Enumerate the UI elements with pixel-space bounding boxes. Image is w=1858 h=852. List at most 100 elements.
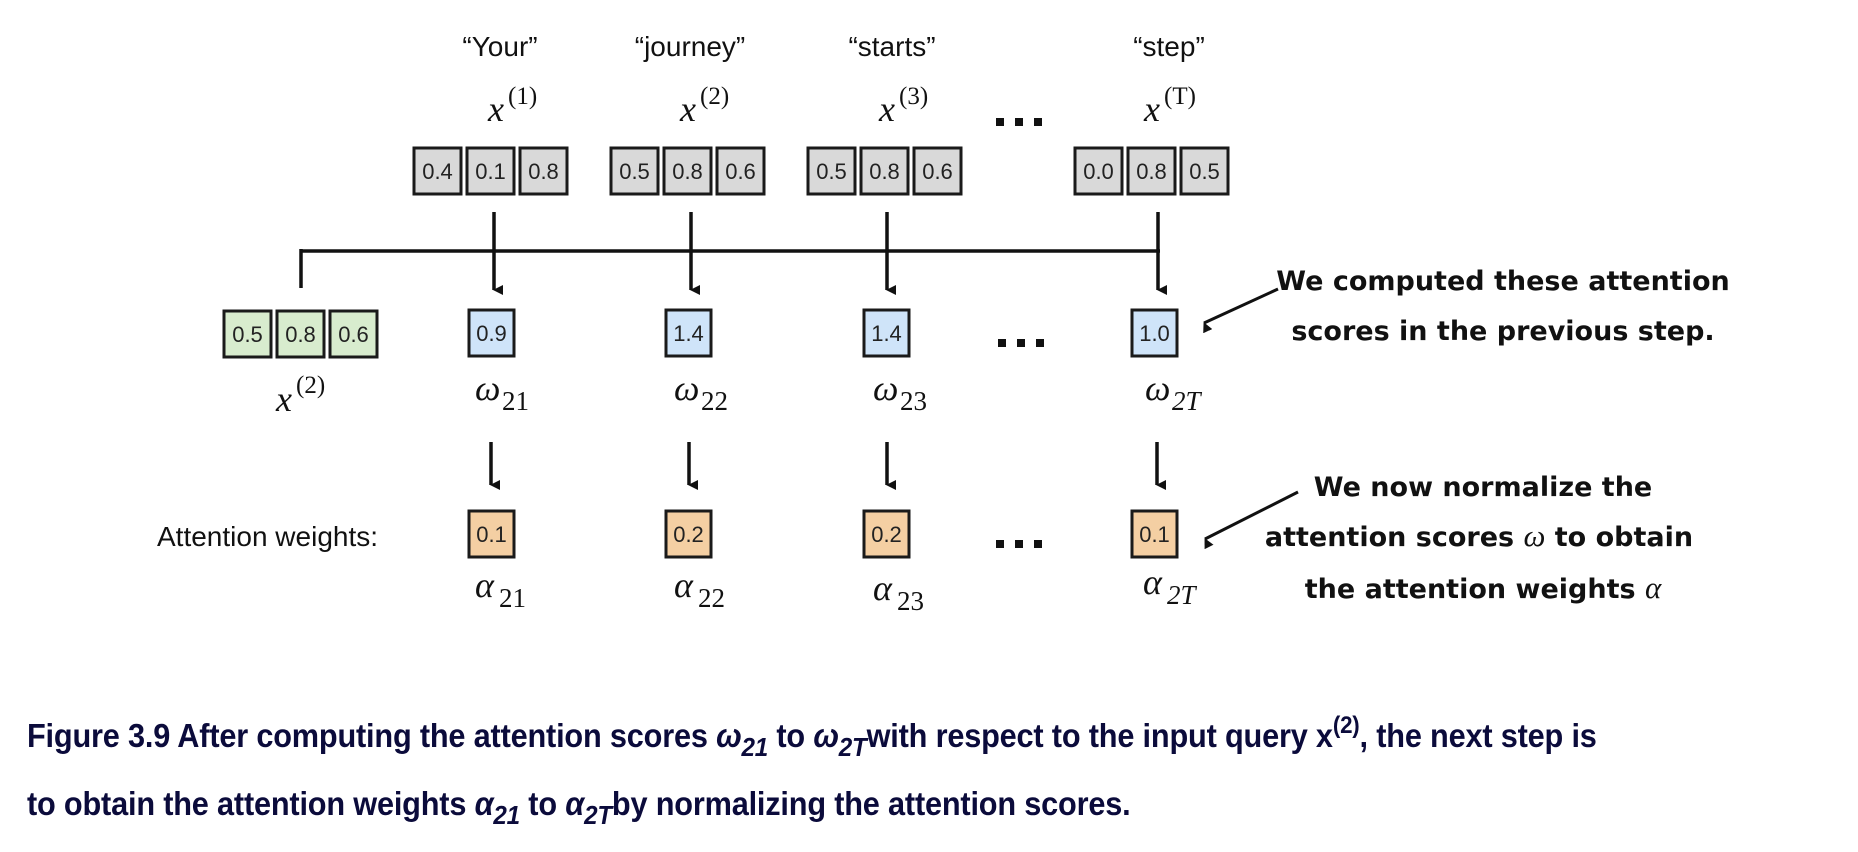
score-cell: 1.4 <box>862 308 911 358</box>
input-cell-box <box>518 146 569 196</box>
score-cell-value: 1.4 <box>673 321 704 346</box>
input-label-1: x (1) <box>487 83 537 129</box>
query-cell-value: 0.6 <box>338 322 369 347</box>
weight-label-2T: α 2T <box>1143 562 1198 610</box>
weight-cell: 0.1 <box>1130 509 1179 559</box>
input-cell: 0.8 <box>662 146 713 196</box>
input-cell-value: 0.5 <box>619 159 650 184</box>
svg-text:attention scores ω to obtain: attention scores ω to obtain <box>1265 518 1693 553</box>
ellipsis-dots-weights <box>996 540 1042 548</box>
query-cell-box <box>222 309 273 359</box>
svg-text:(3): (3) <box>899 83 928 110</box>
input-cell-box <box>806 146 857 196</box>
normalize-arrows <box>489 442 1166 490</box>
query-cell-value: 0.8 <box>285 322 316 347</box>
query-cell: 0.5 <box>222 309 273 359</box>
attention-weights-label: Attention weights: <box>157 521 378 552</box>
svg-text:We now normalize the: We now normalize the <box>1314 472 1652 503</box>
input-cell-value: 0.6 <box>725 159 756 184</box>
figure-caption-line-1: Figure 3.9 After computing the attention… <box>27 712 1597 762</box>
score-label-2T: ω 2T <box>1145 368 1203 416</box>
attention-weights: 0.1 0.2 0.2 0.1 <box>467 509 1179 559</box>
input-cell-value: 0.8 <box>528 159 559 184</box>
svg-text:We computed these attention: We computed these attention <box>1276 266 1729 297</box>
input-cell-value: 0.5 <box>816 159 847 184</box>
weight-cell-box <box>664 509 713 559</box>
input-cell: 0.8 <box>1126 146 1177 196</box>
score-cell: 1.4 <box>664 308 713 358</box>
attention-diagram: “Your” “journey” “starts” “step” x (1) x… <box>157 31 1730 616</box>
svg-text:22: 22 <box>698 583 725 613</box>
attention-scores: 0.9 1.4 1.4 1.0 <box>467 308 1179 358</box>
input-cell: 0.8 <box>518 146 569 196</box>
weight-cell-box <box>862 509 911 559</box>
input-cell: 0.0 <box>1073 146 1124 196</box>
svg-text:ω: ω <box>674 368 699 408</box>
annotation-weights: We now normalize the attention scores ω … <box>1204 472 1693 605</box>
input-cell-value: 0.8 <box>1136 159 1167 184</box>
weight-cell: 0.2 <box>862 509 911 559</box>
score-label-21: ω 21 <box>475 368 529 416</box>
score-cell-box <box>1130 308 1179 358</box>
svg-text:α: α <box>475 565 495 605</box>
input-cell-box <box>859 146 910 196</box>
pointer-arrow-icon <box>1203 287 1279 334</box>
svg-text:(T): (T) <box>1164 83 1196 110</box>
input-cell-box <box>912 146 963 196</box>
query-cell: 0.8 <box>275 309 326 359</box>
weight-cell-box <box>467 509 516 559</box>
svg-text:(2): (2) <box>296 372 325 399</box>
weight-cell: 0.1 <box>467 509 516 559</box>
svg-text:x: x <box>487 89 504 129</box>
annotation-scores: We computed these attention scores in th… <box>1203 266 1730 347</box>
weight-cell-value: 0.1 <box>1139 522 1170 547</box>
input-cell-box <box>662 146 713 196</box>
token-word-3: “starts” <box>848 31 935 62</box>
query-cell-box <box>275 309 326 359</box>
ellipsis-dots-scores <box>998 339 1044 347</box>
input-cell: 0.5 <box>1179 146 1230 196</box>
svg-text:23: 23 <box>897 586 924 616</box>
score-label-23: ω 23 <box>873 368 927 416</box>
svg-text:x: x <box>275 379 292 419</box>
svg-text:the attention weights α: the attention weights α <box>1305 570 1662 605</box>
svg-text:α: α <box>1143 562 1163 602</box>
svg-text:21: 21 <box>502 386 529 416</box>
weight-label-21: α 21 <box>475 565 526 613</box>
pointer-arrow-icon <box>1204 490 1299 550</box>
token-word-T: “step” <box>1133 31 1205 62</box>
input-cell: 0.6 <box>715 146 766 196</box>
input-cell: 0.5 <box>609 146 660 196</box>
svg-text:x: x <box>1143 89 1160 129</box>
svg-text:ω: ω <box>1145 368 1170 408</box>
score-cell: 0.9 <box>467 308 516 358</box>
score-arrows <box>492 212 1167 295</box>
input-cell-box <box>465 146 516 196</box>
input-cell-value: 0.4 <box>422 159 453 184</box>
query-cell-value: 0.5 <box>232 322 263 347</box>
svg-text:α: α <box>873 568 893 608</box>
token-word-1: “Your” <box>462 31 537 62</box>
svg-text:23: 23 <box>900 386 927 416</box>
svg-text:(2): (2) <box>700 83 729 110</box>
input-cell: 0.5 <box>806 146 857 196</box>
score-cell-value: 1.4 <box>871 321 902 346</box>
ellipsis-dots-top <box>996 118 1042 126</box>
weight-label-22: α 22 <box>674 565 725 613</box>
token-word-2: “journey” <box>635 31 745 62</box>
svg-text:2T: 2T <box>1167 580 1198 610</box>
input-label-3: x (3) <box>878 83 928 129</box>
query-cell: 0.6 <box>328 309 379 359</box>
connector-lines <box>299 249 1160 288</box>
score-cell-value: 1.0 <box>1139 321 1170 346</box>
input-cell-value: 0.6 <box>922 159 953 184</box>
weight-cell: 0.2 <box>664 509 713 559</box>
score-cell-value: 0.9 <box>476 321 507 346</box>
input-cell-value: 0.1 <box>475 159 506 184</box>
svg-text:22: 22 <box>701 386 728 416</box>
svg-text:x: x <box>878 89 895 129</box>
svg-text:scores in the previous step.: scores in the previous step. <box>1291 316 1714 347</box>
input-cell-box <box>715 146 766 196</box>
weight-label-23: α 23 <box>873 568 924 616</box>
